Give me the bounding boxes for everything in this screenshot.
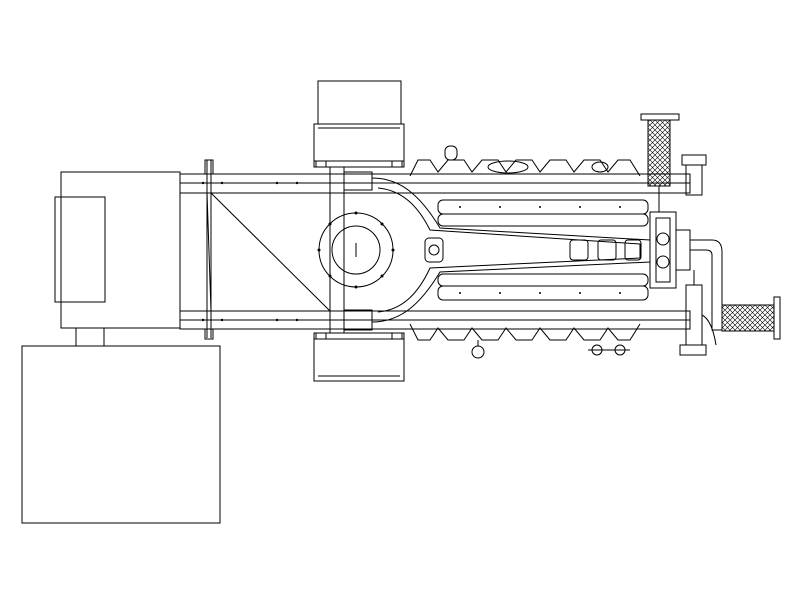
cylinder-heads-lower [409, 323, 641, 359]
air-intake-filter [640, 113, 680, 212]
generator-housing [54, 171, 181, 329]
generator-control-panel [21, 327, 221, 524]
flywheel-housing [317, 166, 395, 334]
cylinder-heads-upper [409, 145, 641, 177]
exhaust-pipe-lower [679, 270, 781, 356]
turbocharger [649, 211, 691, 289]
radiator-fan-upper [313, 80, 405, 168]
radiator-fan-lower [313, 332, 405, 382]
base-frame-rails [179, 159, 691, 340]
v-engine-block [371, 177, 651, 323]
